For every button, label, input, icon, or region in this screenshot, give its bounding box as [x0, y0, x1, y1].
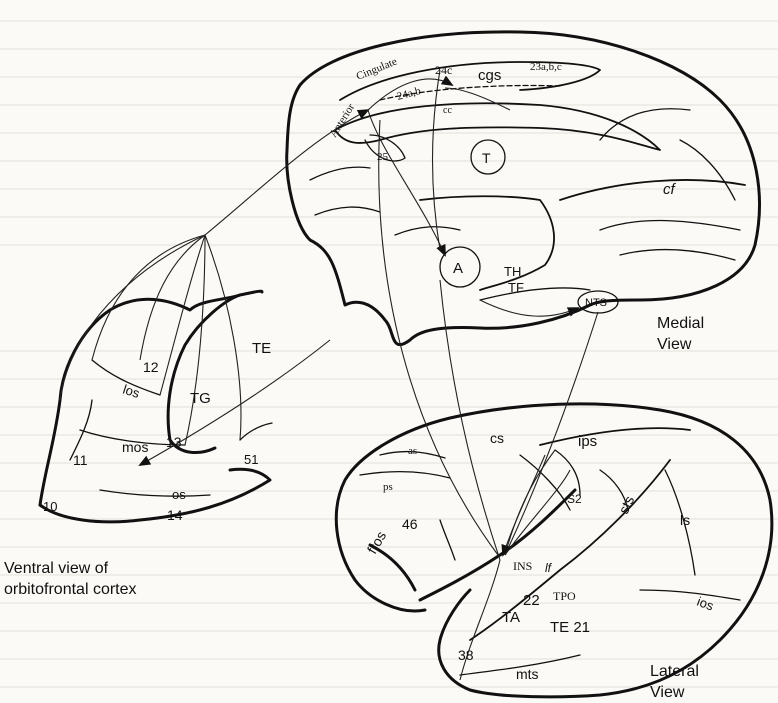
label-46: 46 [402, 516, 418, 532]
label-as: as [408, 445, 417, 457]
th-tf-sulcus [480, 288, 590, 300]
principal-sulcus [360, 472, 450, 478]
proj-fan-3 [160, 235, 205, 395]
label-fros: fros [364, 528, 390, 556]
superior-temporal-sulcus [470, 460, 670, 640]
medial-inner-1 [310, 167, 370, 180]
label-ios: ios [695, 594, 716, 614]
label-os: os [172, 487, 186, 502]
medial-view-line-1: Medial [657, 313, 704, 334]
lateral-inner-2 [440, 520, 455, 560]
proj-cingulate-loop-4 [445, 88, 510, 110]
proj-fan-6 [205, 235, 241, 440]
label-cc: cc [443, 105, 452, 116]
label-TG: TG [190, 390, 211, 407]
label-TF: TF [508, 280, 524, 295]
label-cgs: cgs [478, 67, 501, 84]
label-51: 51 [244, 452, 258, 467]
medial-inner-2 [315, 207, 380, 215]
medial-sulcus-2 [680, 140, 735, 200]
label-S2: S2 [567, 492, 582, 506]
lateral-view-line-1: Lateral [650, 661, 699, 682]
label-lf: lf [545, 561, 553, 575]
label-mos: mos [122, 439, 148, 455]
label-23abc: 23a,b,c [530, 61, 562, 73]
label-mts: mts [516, 666, 539, 682]
ventral-view-line-1: Ventral view of [4, 558, 137, 579]
medial-sulcus-3 [600, 221, 740, 230]
label-TE21: TE 21 [550, 619, 590, 636]
label-38: 38 [458, 647, 474, 663]
label-A: A [453, 260, 463, 277]
label-INS: INS [513, 559, 532, 573]
ventral-view-title: Ventral view of orbitofrontal cortex [4, 558, 137, 600]
label-NTS: NTS [585, 297, 607, 309]
label-22: 22 [523, 592, 540, 609]
proj-fan-5 [60, 235, 205, 400]
s2-outline [555, 450, 580, 495]
ventral-view-line-2: orbitofrontal cortex [4, 579, 137, 600]
medial-view-line-2: View [657, 334, 704, 355]
label-14: 14 [167, 507, 183, 523]
proj-fan-2 [140, 235, 205, 360]
medial-labels: Anterior Cingulate 24a,b 24c cgs 23a,b,c… [327, 56, 676, 309]
label-12: 12 [143, 359, 159, 375]
label-ips: ips [578, 433, 597, 450]
label-T: T [482, 150, 491, 166]
brainstem-outline [420, 196, 554, 290]
label-ls: ls [680, 512, 690, 528]
label-TH: TH [504, 264, 521, 279]
lateral-outline [336, 404, 772, 697]
medial-view-title: Medial View [657, 313, 704, 355]
medial-sulcus-4 [620, 250, 735, 260]
lateral-view-title: Lateral View [650, 661, 699, 703]
label-sts: sts [615, 493, 637, 516]
lateral-view-brain [336, 404, 772, 697]
label-TE-ventral: TE [252, 340, 271, 357]
label-ps: ps [383, 481, 393, 493]
medial-sulcus-1 [600, 109, 690, 140]
proj-insula-to-s2 [505, 470, 570, 555]
label-TA: TA [502, 609, 520, 626]
label-24ab: 24a,b [396, 85, 423, 103]
inferior-occipital-sulcus [640, 590, 740, 600]
lateral-view-line-2: View [650, 682, 699, 703]
label-24c: 24c [435, 63, 452, 77]
label-25: 25 [377, 151, 389, 163]
hippocampal-region [395, 227, 460, 235]
orbital-inner-2 [240, 423, 272, 440]
label-los: los [121, 382, 142, 402]
orbitofrontal-outline [40, 291, 262, 505]
label-10: 10 [43, 499, 57, 514]
label-13: 13 [166, 434, 182, 450]
intraparietal-sulcus [540, 428, 690, 445]
lateral-fissure [420, 490, 575, 600]
label-cs: cs [490, 430, 504, 446]
proj-to-nts [480, 300, 578, 316]
label-TPO: TPO [553, 589, 576, 603]
label-11: 11 [73, 452, 88, 468]
proj-medial-to-insula-3 [379, 120, 498, 555]
label-cf: cf [663, 181, 677, 198]
